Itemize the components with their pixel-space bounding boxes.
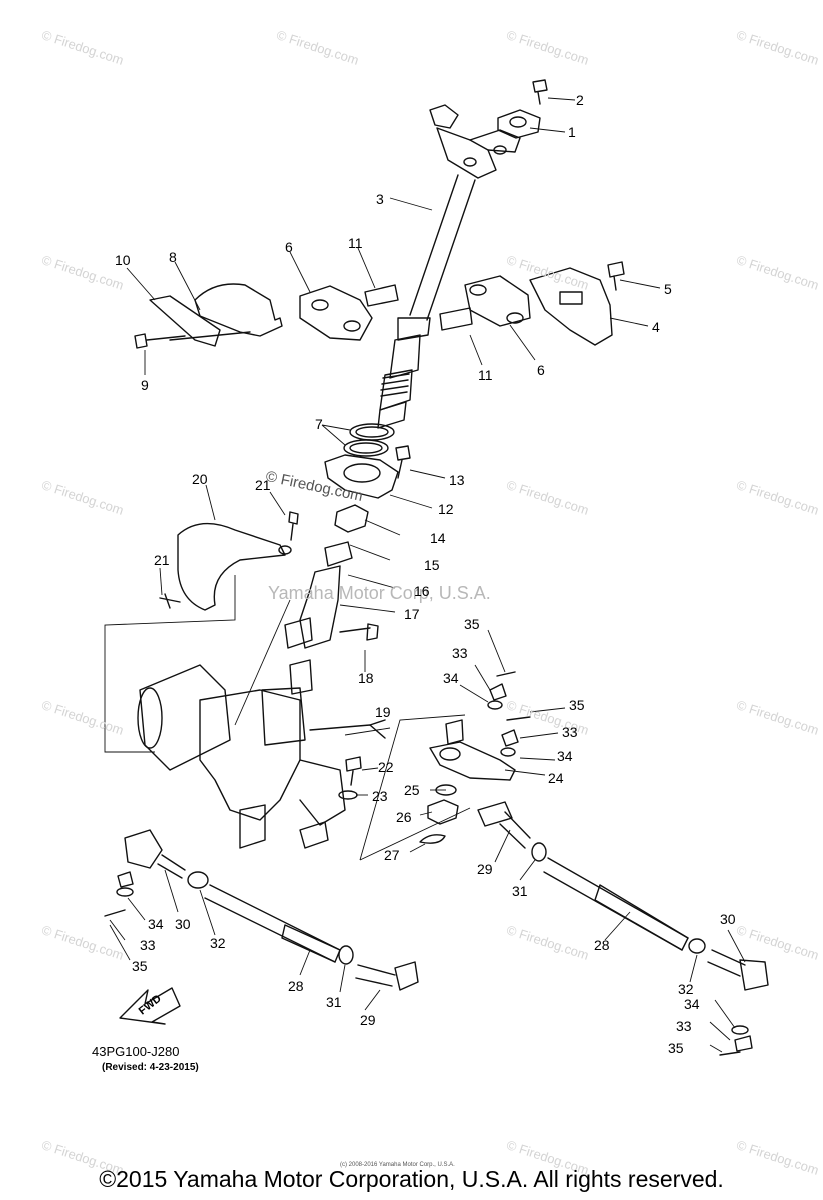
callout-26: 26 — [396, 809, 412, 825]
callout-33b: 33 — [562, 724, 578, 740]
callout-25: 25 — [404, 782, 420, 798]
callout-35a: 35 — [464, 616, 480, 632]
callout-11b: 11 — [478, 367, 493, 383]
revised-date: (Revised: 4-23-2015) — [102, 1062, 199, 1073]
fwd-arrow — [119, 987, 181, 1025]
callout-17: 17 — [404, 606, 420, 622]
seal-part-7b — [343, 439, 389, 457]
callout-10: 10 — [115, 252, 131, 268]
callout-22: 22 — [378, 759, 394, 775]
callout-20: 20 — [192, 471, 208, 487]
callout-35d: 35 — [668, 1040, 684, 1056]
callout-3: 3 — [376, 191, 384, 207]
callout-32a: 32 — [210, 935, 226, 951]
right-tie-rod — [477, 801, 769, 991]
callout-6a: 6 — [285, 239, 293, 255]
callout-29a: 29 — [477, 861, 493, 877]
plate-part-10 — [149, 295, 221, 347]
center-watermark: Yamaha Motor Corp, U.S.A. — [268, 583, 491, 603]
steering-shaft — [377, 174, 476, 429]
callout-13: 13 — [449, 472, 465, 488]
callout-34b: 34 — [557, 748, 573, 764]
coupler-part-17 — [299, 565, 341, 649]
callout-18: 18 — [358, 670, 374, 686]
callout-33a: 33 — [452, 645, 468, 661]
callout-31b: 31 — [326, 994, 342, 1010]
callout-29b: 29 — [360, 1012, 376, 1028]
bolt-part-5 — [607, 261, 625, 291]
nut-part-14 — [334, 504, 369, 533]
callout-34d: 34 — [684, 996, 700, 1012]
clamp-part-6a — [299, 285, 373, 341]
eps-motor-unit — [137, 659, 386, 849]
callout-27: 27 — [384, 847, 400, 863]
callout-24: 24 — [548, 770, 564, 786]
bolt-part-2 — [532, 79, 548, 105]
footer-copyright: ©2015 Yamaha Motor Corporation, U.S.A. A… — [99, 1166, 724, 1192]
callout-23: 23 — [372, 788, 388, 804]
bracket-part-4 — [529, 267, 613, 346]
callout-16: 16 — [414, 583, 430, 599]
callout-34c: 34 — [148, 916, 164, 932]
tiny-copyright: (c) 2008-2016 Yamaha Motor Corp., U.S.A. — [340, 1162, 455, 1168]
sleeve-part-11b — [439, 307, 473, 331]
callout-30b: 30 — [720, 911, 736, 927]
callout-1: 1 — [568, 124, 576, 140]
callout-5: 5 — [664, 281, 672, 297]
bracket-part-8 — [194, 283, 283, 337]
callout-15: 15 — [424, 557, 440, 573]
callout-35b: 35 — [569, 697, 585, 713]
callout-6b: 6 — [537, 362, 545, 378]
callout-33d: 33 — [676, 1018, 692, 1034]
callout-8: 8 — [169, 249, 177, 265]
callout-34a: 34 — [443, 670, 459, 686]
callout-31a: 31 — [512, 883, 528, 899]
callout-4: 4 — [652, 319, 660, 335]
callout-14: 14 — [430, 530, 446, 546]
clamp-part-6b — [464, 275, 531, 327]
callout-7: 7 — [315, 416, 323, 432]
callout-2: 2 — [576, 92, 584, 108]
pitman-arm-part-24 — [429, 741, 516, 781]
callout-12: 12 — [438, 501, 454, 517]
clamp-part-1 — [497, 109, 541, 139]
callout-35c: 35 — [132, 958, 148, 974]
steering-column-top-bracket — [429, 104, 521, 179]
callout-9: 9 — [141, 377, 149, 393]
callout-21a: 21 — [255, 477, 271, 493]
sleeve-part-11a — [364, 284, 399, 307]
cover-part-20 — [177, 522, 286, 611]
diagram-code: 43PG100-J280 — [92, 1044, 180, 1059]
callout-19: 19 — [375, 704, 391, 720]
callout-30a: 30 — [175, 916, 191, 932]
callout-11a: 11 — [348, 235, 363, 251]
callout-28b: 28 — [594, 937, 610, 953]
callout-28a: 28 — [288, 978, 304, 994]
callout-21b: 21 — [154, 552, 170, 568]
left-tie-rod — [124, 829, 419, 991]
callout-32b: 32 — [678, 981, 694, 997]
callout-33c: 33 — [140, 937, 156, 953]
bolt-part-9 — [134, 333, 186, 349]
housing-part-12 — [324, 454, 399, 499]
